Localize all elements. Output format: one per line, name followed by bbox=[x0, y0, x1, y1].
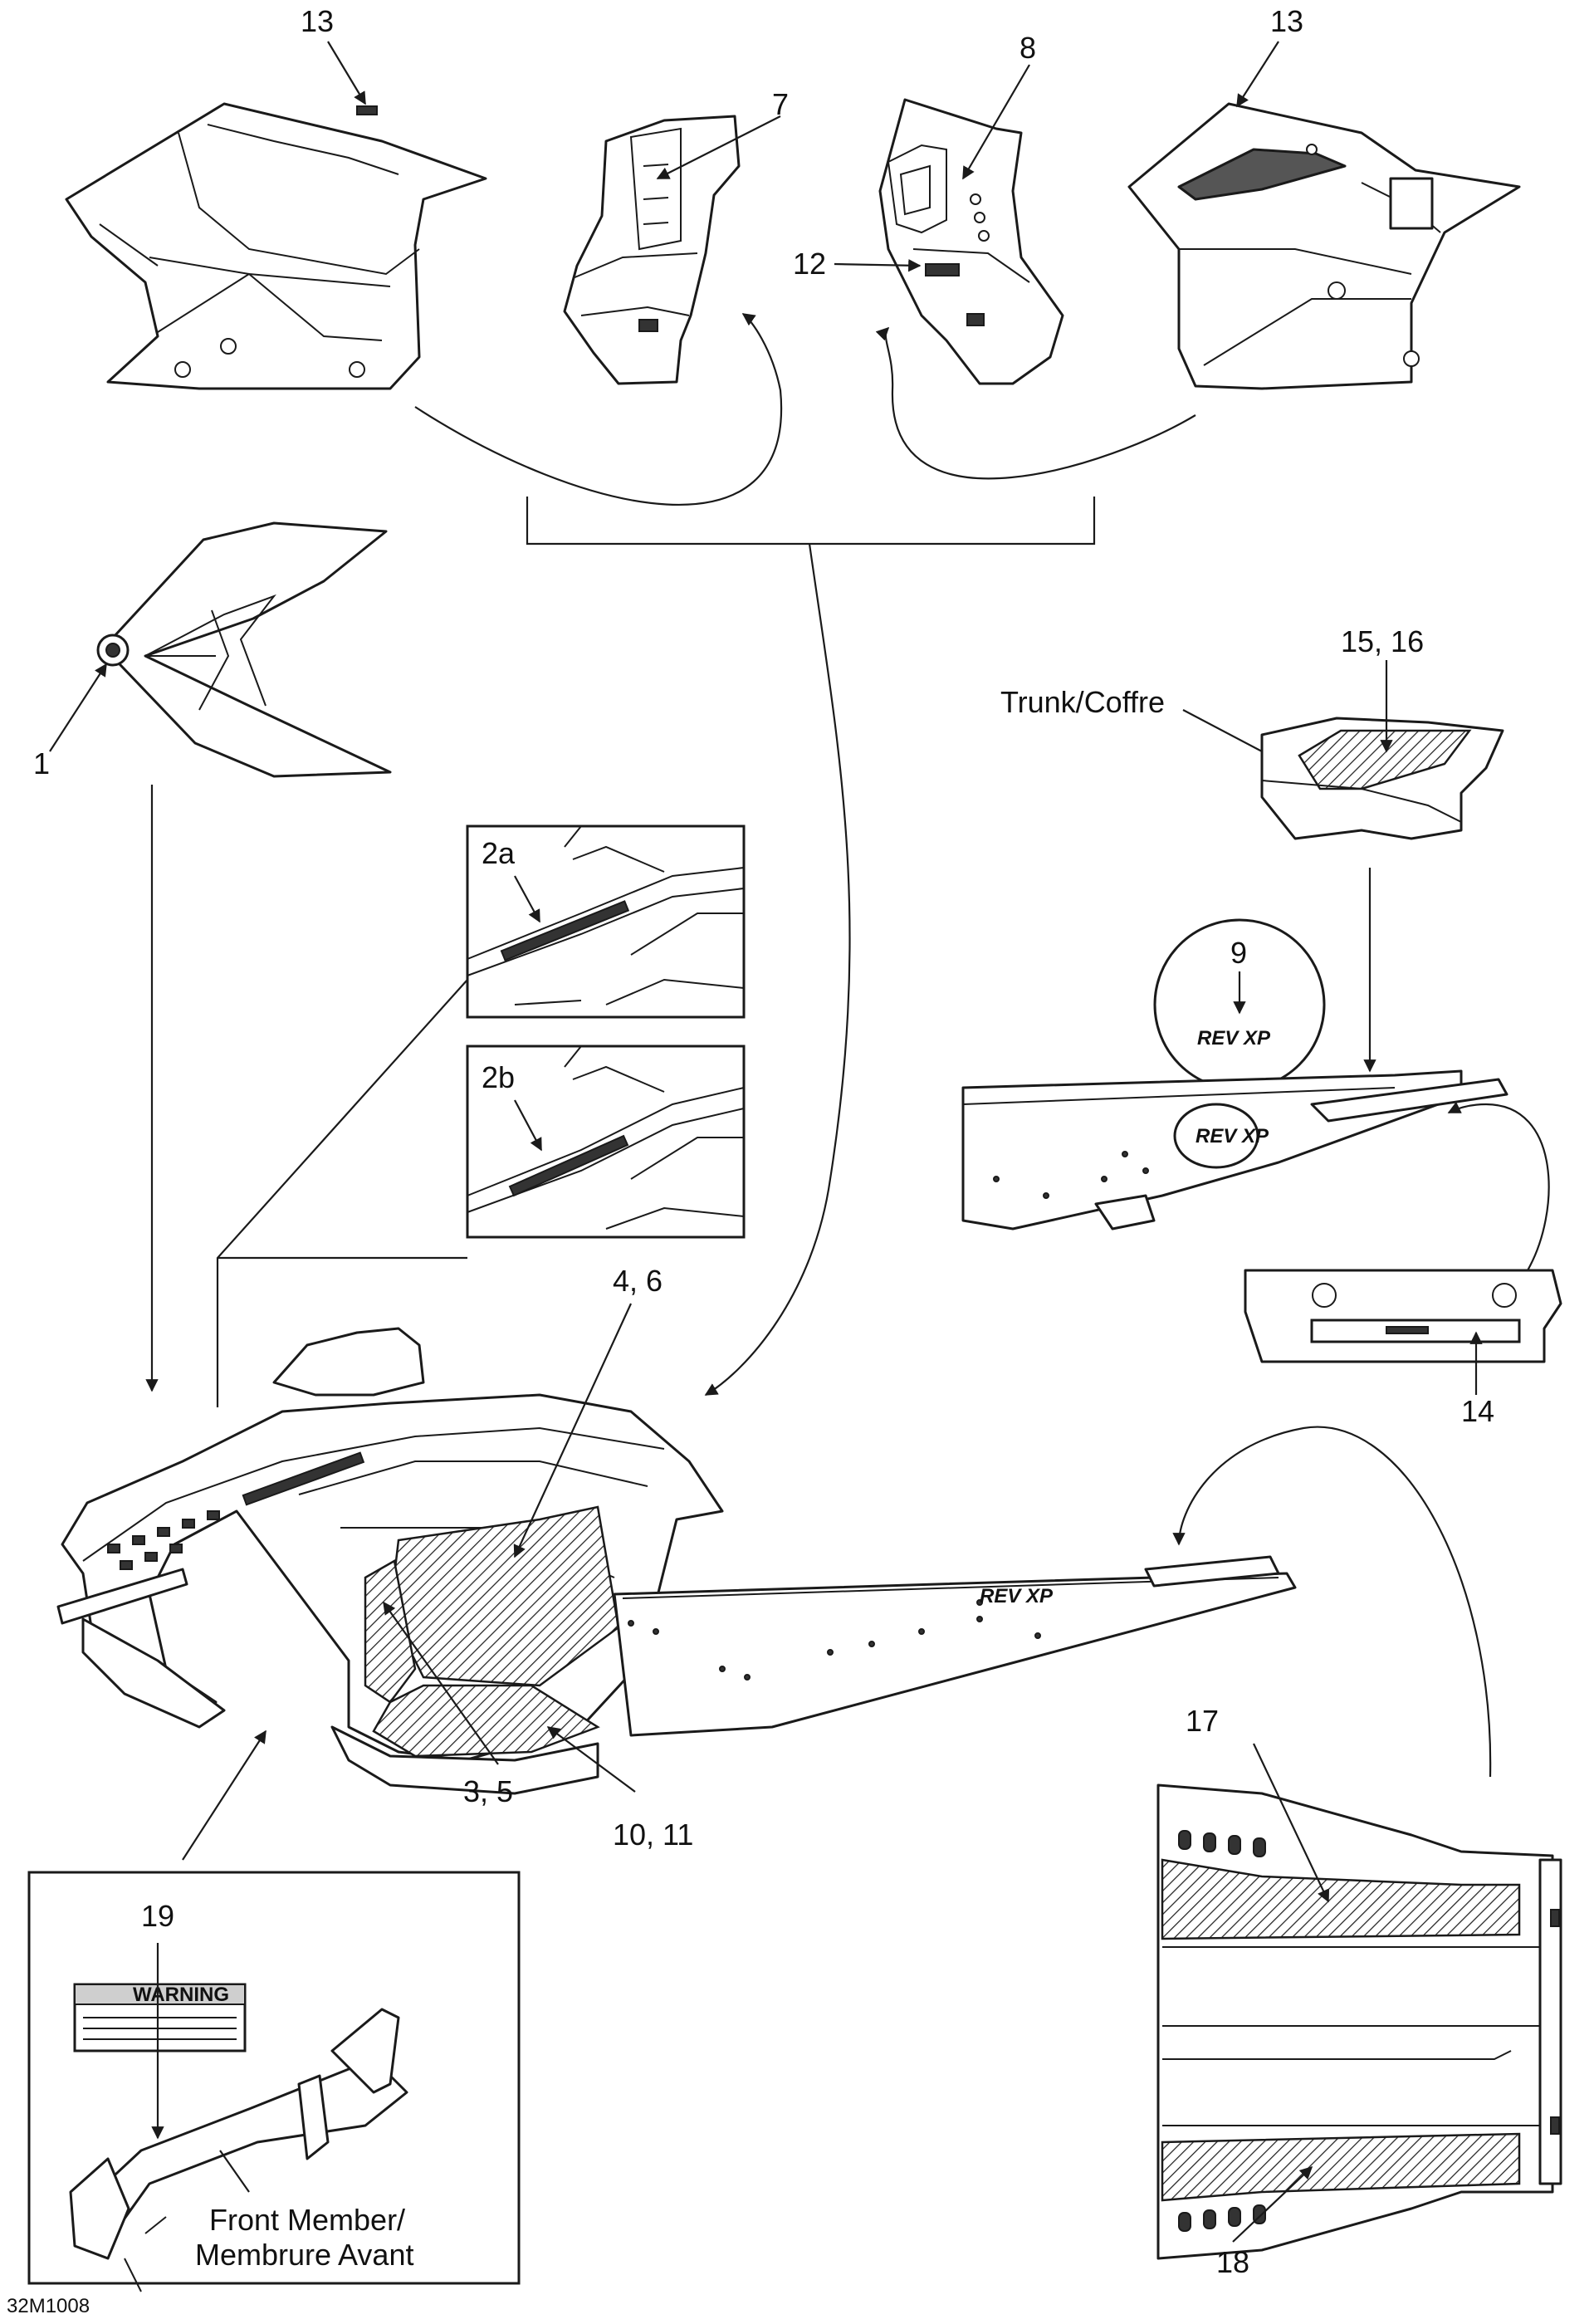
callout-13-right: 13 bbox=[1270, 4, 1303, 38]
callout-2a: 2a bbox=[482, 836, 516, 870]
front-member-label-1: Front Member/ bbox=[209, 2203, 405, 2237]
left-side-panel bbox=[65, 102, 487, 390]
trunk-label: Trunk/Coffre bbox=[1000, 685, 1165, 719]
callout-17: 17 bbox=[1186, 1704, 1219, 1738]
warning-label-text: WARNING bbox=[133, 1984, 229, 2006]
leader-3-5 bbox=[383, 1601, 499, 1765]
badge-9-text: REV XP bbox=[1197, 1027, 1271, 1049]
leader-17 bbox=[1253, 1743, 1330, 1903]
running-boards bbox=[1156, 1783, 1562, 2260]
leader-12 bbox=[834, 259, 922, 272]
panel-8 bbox=[878, 98, 1064, 385]
leader-13-right bbox=[1236, 41, 1279, 108]
decal-15-16 bbox=[1298, 729, 1472, 790]
leader-trunk bbox=[1182, 709, 1263, 752]
trunk bbox=[1260, 717, 1504, 840]
tunnel-badge: REV XP bbox=[980, 1585, 1054, 1607]
callout-19: 19 bbox=[141, 1899, 174, 1933]
front-member-label-2: Membrure Avant bbox=[195, 2238, 413, 2272]
panel-7 bbox=[563, 115, 741, 385]
callout-4-6: 4, 6 bbox=[613, 1264, 663, 1298]
vent-holes bbox=[107, 1510, 220, 1570]
decal-18 bbox=[1161, 2132, 1521, 2202]
leader-2b bbox=[514, 1099, 542, 1152]
curve-bracket-to-body bbox=[704, 543, 851, 1396]
callout-15-16: 15, 16 bbox=[1341, 624, 1424, 658]
leader-1 bbox=[49, 663, 107, 752]
decal-3-5 bbox=[364, 1559, 417, 1704]
callout-18: 18 bbox=[1216, 2245, 1249, 2279]
rear-tunnel: REV XP bbox=[961, 1069, 1508, 1230]
callout-8: 8 bbox=[1019, 31, 1036, 65]
figure-code: 32M1008 bbox=[7, 2295, 90, 2317]
right-side-panel bbox=[1127, 102, 1521, 390]
callout-14: 14 bbox=[1461, 1394, 1494, 1428]
callout-10-11: 10, 11 bbox=[613, 1818, 693, 1852]
leader-4-6 bbox=[513, 1303, 632, 1558]
arrow-member-to-body bbox=[182, 1730, 266, 1861]
rear-tunnel-holes bbox=[993, 1151, 1149, 1199]
curve-board-to-tunnel bbox=[1172, 1426, 1492, 1778]
running-board-slots bbox=[1178, 1830, 1266, 2232]
callout-9: 9 bbox=[1230, 936, 1247, 970]
callout-13-left: 13 bbox=[301, 4, 334, 38]
detail-box-2a bbox=[466, 824, 746, 1019]
curve-flap-to-tunnel bbox=[1447, 1101, 1550, 1271]
leader-box-to-body bbox=[216, 979, 468, 1407]
bracket-top bbox=[526, 497, 1096, 546]
curve-left-panel-to-7 bbox=[414, 313, 783, 506]
snowmobile-body: REV XP bbox=[56, 1327, 1297, 1795]
callout-1: 1 bbox=[33, 746, 50, 780]
detail-box-2b bbox=[466, 1045, 746, 1239]
callout-3-5: 3, 5 bbox=[463, 1774, 513, 1808]
rear-tunnel-badge: REV XP bbox=[1196, 1125, 1269, 1147]
hood-nose bbox=[96, 521, 392, 778]
callout-12: 12 bbox=[793, 247, 826, 281]
snow-flap bbox=[1244, 1269, 1562, 1363]
leader-8 bbox=[962, 64, 1030, 180]
decal-17 bbox=[1161, 1858, 1521, 1940]
front-member-box: WARNING bbox=[27, 1871, 521, 2292]
leader-18 bbox=[1232, 2165, 1313, 2243]
callout-7: 7 bbox=[772, 87, 789, 121]
callout-2b: 2b bbox=[482, 1060, 515, 1094]
leader-2a bbox=[514, 875, 540, 923]
curve-right-panel-to-8 bbox=[875, 326, 1196, 480]
tunnel-holes bbox=[628, 1599, 1041, 1681]
leader-13-left bbox=[327, 41, 366, 105]
leader-front-member bbox=[219, 2150, 250, 2193]
leader-7 bbox=[656, 115, 781, 179]
leader-10-11 bbox=[546, 1726, 636, 1793]
